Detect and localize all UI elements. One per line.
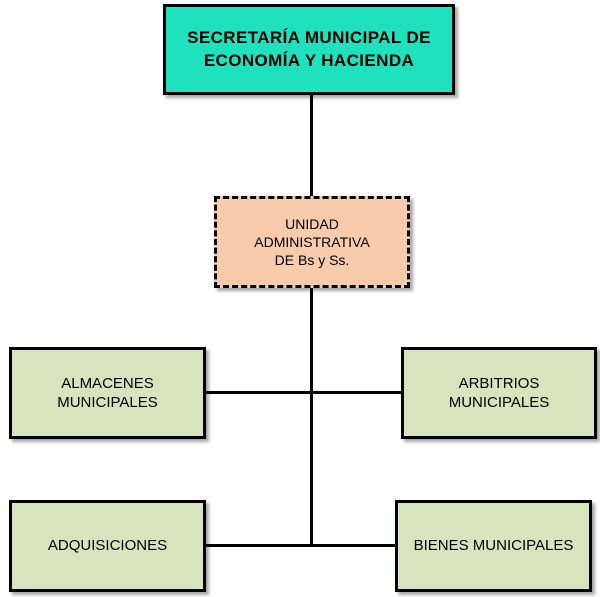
- almacenes-municipales-box: ALMACENES MUNICIPALES: [9, 347, 206, 439]
- bienes-municipales-box: BIENES MUNICIPALES: [395, 500, 592, 592]
- almacenes-municipales-label: ALMACENES MUNICIPALES: [57, 374, 158, 412]
- connector-trunk: [310, 288, 313, 546]
- adquisiciones-box: ADQUISICIONES: [9, 500, 206, 592]
- arbitrios-municipales-box: ARBITRIOS MUNICIPALES: [401, 347, 597, 439]
- connector-top-to-unit: [310, 95, 313, 196]
- secretaria-municipal-box: SECRETARÍA MUNICIPAL DE ECONOMÍA Y HACIE…: [163, 4, 455, 95]
- connector-branch-row1: [206, 391, 401, 394]
- connector-branch-row2: [206, 544, 395, 547]
- adquisiciones-label: ADQUISICIONES: [47, 537, 168, 555]
- unidad-administrativa-label: UNIDAD ADMINISTRATIVA DE Bs y Ss.: [254, 215, 370, 269]
- unidad-administrativa-box: UNIDAD ADMINISTRATIVA DE Bs y Ss.: [214, 196, 410, 288]
- bienes-municipales-label: BIENES MUNICIPALES: [413, 537, 574, 555]
- secretaria-municipal-label: SECRETARÍA MUNICIPAL DE ECONOMÍA Y HACIE…: [187, 28, 431, 70]
- arbitrios-municipales-label: ARBITRIOS MUNICIPALES: [448, 374, 550, 412]
